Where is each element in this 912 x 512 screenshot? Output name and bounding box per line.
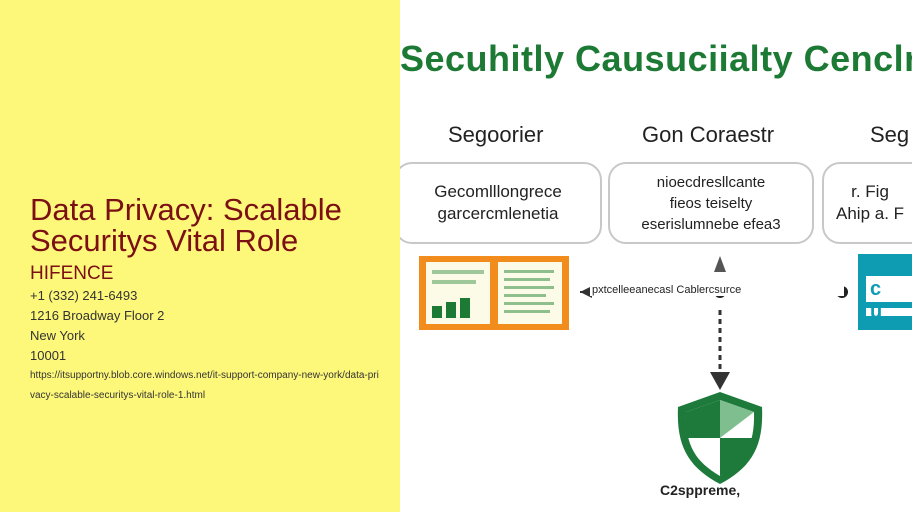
illustration-title: Secuhitly Causuciialty Cenclr xyxy=(400,38,912,79)
left-panel: Data Privacy: Scalable Securitys Vital R… xyxy=(0,0,400,512)
city: New York xyxy=(30,328,85,343)
shield-label: C2sppreme, xyxy=(660,482,741,498)
column-heading-2: Gon Coraestr xyxy=(642,122,775,147)
column-box-3: r. Fig Ahip a. F xyxy=(822,162,912,244)
company-name: HIFENCE xyxy=(30,263,114,284)
bar-icon xyxy=(432,306,442,318)
arrow-down-icon xyxy=(710,372,730,390)
diagram-graphics xyxy=(419,254,912,484)
column-box-1: Gecomlllongrece garcercmlenetia xyxy=(400,162,602,244)
zip-code: 10001 xyxy=(30,348,67,363)
connector-label: pxtcelleeanecasl Cablercsurce xyxy=(590,284,844,296)
source-url[interactable]: https://itsupportny.blob.core.windows.ne… xyxy=(30,370,379,401)
box-text-line: Ahip a. F xyxy=(836,204,905,223)
column-heading-1: Segoorier xyxy=(448,122,544,147)
arrow-up-icon xyxy=(714,256,726,272)
page-title: Data Privacy: Scalable Securitys Vital R… xyxy=(30,192,342,258)
phone-number: +1 (332) 241-6493 xyxy=(30,288,138,303)
column-box-2: nioecdresllcante fieos teiselty eserislu… xyxy=(608,162,814,244)
box-text-line: Gecomlllongrece xyxy=(434,182,562,201)
illustration-panel: Secuhitly Causuciialty Cenclr Segoorier … xyxy=(400,0,912,512)
box-text-line: r. Fig xyxy=(851,182,889,201)
address-line: 1216 Broadway Floor 2 xyxy=(30,308,165,323)
teal-card-text: c u xyxy=(870,278,889,323)
column-heading-3: Seg xyxy=(870,122,910,147)
box-text-line: fieos teiselty xyxy=(669,194,753,212)
arrow-left-icon xyxy=(580,286,592,298)
box-text-line: garcercmlenetia xyxy=(437,204,559,223)
box-text-line: nioecdresllcante xyxy=(656,173,766,191)
box-text-line: eserislumnebe efea3 xyxy=(641,215,781,233)
